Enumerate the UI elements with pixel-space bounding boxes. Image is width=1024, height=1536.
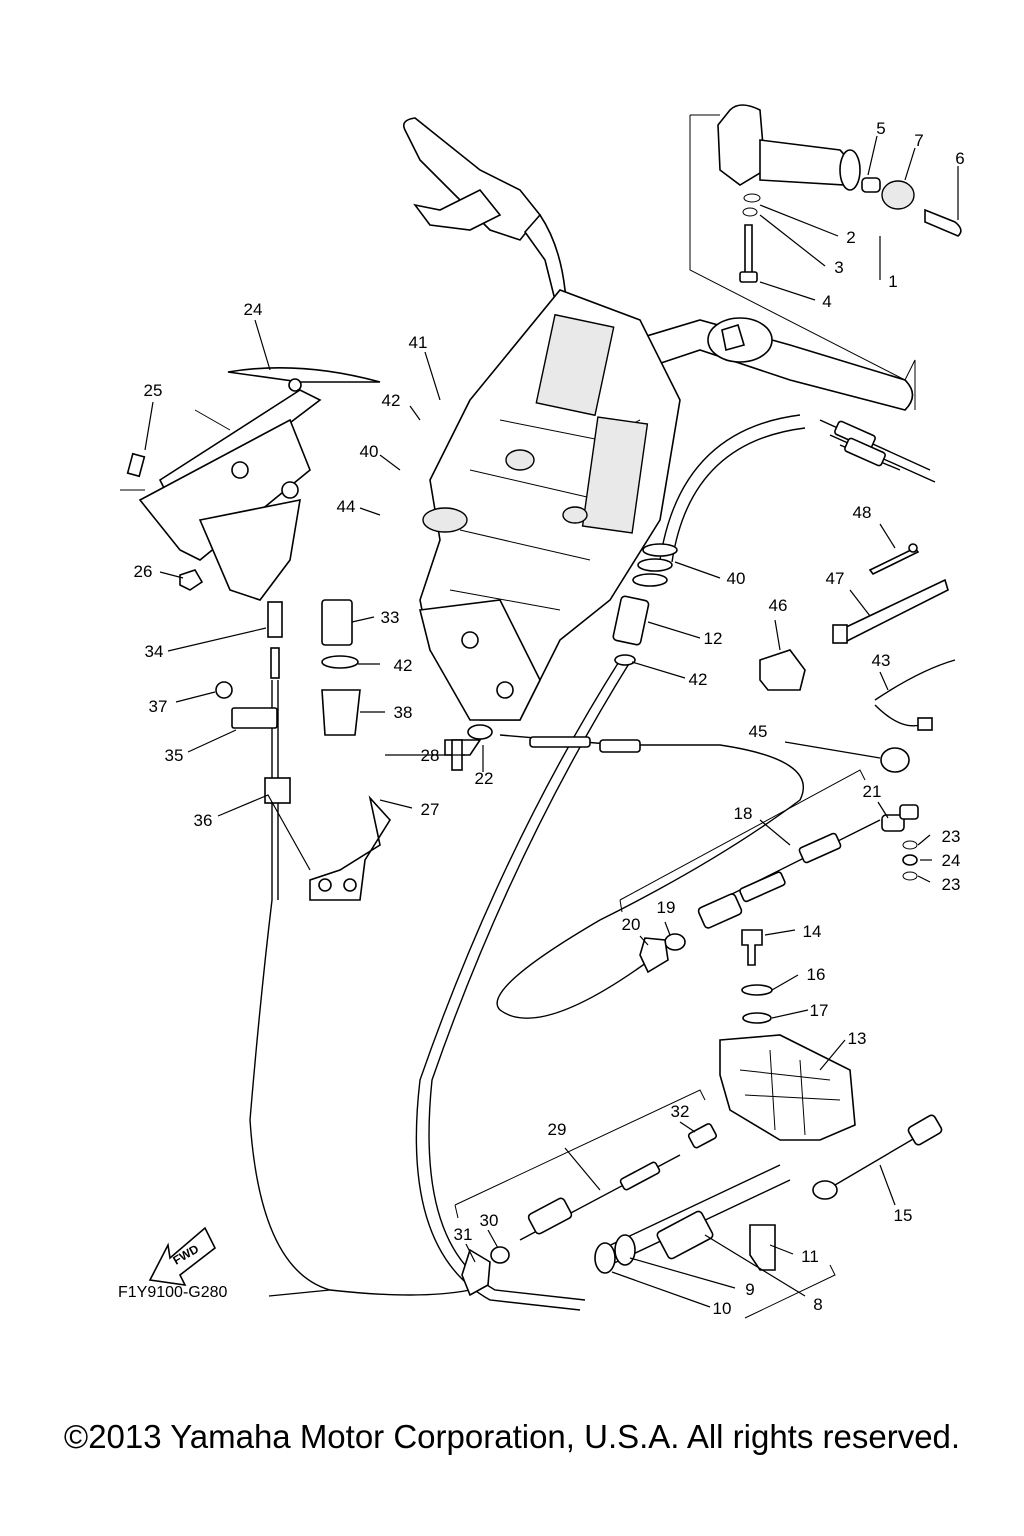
part-label-21: 21 [863,782,882,801]
part-label-42c: 42 [689,670,708,689]
part-label-4: 4 [822,292,831,311]
part-label-17: 17 [810,1001,829,1020]
part-label-27: 26 [134,562,153,581]
part-label-46: 46 [769,596,788,615]
part-label-43: 43 [872,651,891,670]
part-label-47: 47 [826,569,845,588]
part-label-10: 10 [713,1299,732,1318]
part-label-37: 36 [194,811,213,830]
cable-mount-drawing [719,929,943,1200]
lower-cable-drawing [454,1089,836,1319]
part-label-20: 20 [622,915,641,934]
part-label-36: 35 [165,746,184,765]
part-label-26: 25 [144,381,163,400]
part-label-25: 24 [244,300,263,319]
part-label-40b: 40 [727,569,746,588]
part-label-14: 14 [803,922,822,941]
part-label-42a: 42 [382,391,401,410]
shift-cable-drawing [415,543,678,1311]
throttle-cable-drawing [215,599,482,1296]
part-label-6: 6 [955,149,964,168]
part-label-9: 9 [745,1280,754,1299]
diagram-code: F1Y9100-G280 [118,1284,228,1301]
steering-cable-drawing [467,724,919,1019]
part-label-12: 12 [704,629,723,648]
part-label-45: 45 [749,722,768,741]
part-label-5: 5 [876,119,885,138]
part-label-40a: 40 [360,442,379,461]
throttle-grip-drawing [689,104,962,410]
part-label-3: 3 [834,258,843,277]
part-label-41: 41 [409,333,428,352]
part-labels: 5 7 6 2 3 1 4 24 41 25 42 40 44 48 26 40… [118,119,965,1318]
part-label-23b: 23 [942,875,961,894]
leader-lines [144,135,959,1308]
steering-column-drawing [419,289,681,721]
part-label-44: 44 [337,497,356,516]
part-label-48: 48 [853,503,872,522]
part-label-29: 28 [421,746,440,765]
part-label-32: 31 [454,1225,473,1244]
part-label-35: 34 [145,642,164,661]
part-label-2: 2 [846,228,855,247]
part-label-7: 7 [914,131,923,150]
clip-parts-drawing [759,543,956,773]
part-label-8: 8 [813,1295,822,1314]
part-label-42b: 42 [394,656,413,675]
part-label-16: 16 [807,965,826,984]
bar-cables-drawing [659,414,936,563]
part-label-38: 37 [149,697,168,716]
part-label-11: 11 [801,1247,819,1266]
part-label-19: 19 [657,898,676,917]
part-label-39: 38 [394,703,413,722]
forward-arrow: FWD [148,1226,217,1287]
part-label-24: 24 [942,851,961,870]
throttle-lever-drawing [120,366,381,601]
part-label-33: 32 [671,1102,690,1121]
part-label-31: 30 [480,1211,499,1230]
copyright-notice: ©2013 Yamaha Motor Corporation, U.S.A. A… [63,1418,961,1455]
part-label-22: 22 [475,769,494,788]
part-label-34: 33 [381,608,400,627]
part-label-15: 15 [894,1206,913,1225]
part-label-18: 18 [734,804,753,823]
part-label-13: 13 [848,1029,867,1048]
part-label-30: 29 [548,1120,567,1139]
part-label-28: 27 [421,800,440,819]
part-label-1: 1 [888,272,897,291]
part-label-23a: 23 [942,827,961,846]
